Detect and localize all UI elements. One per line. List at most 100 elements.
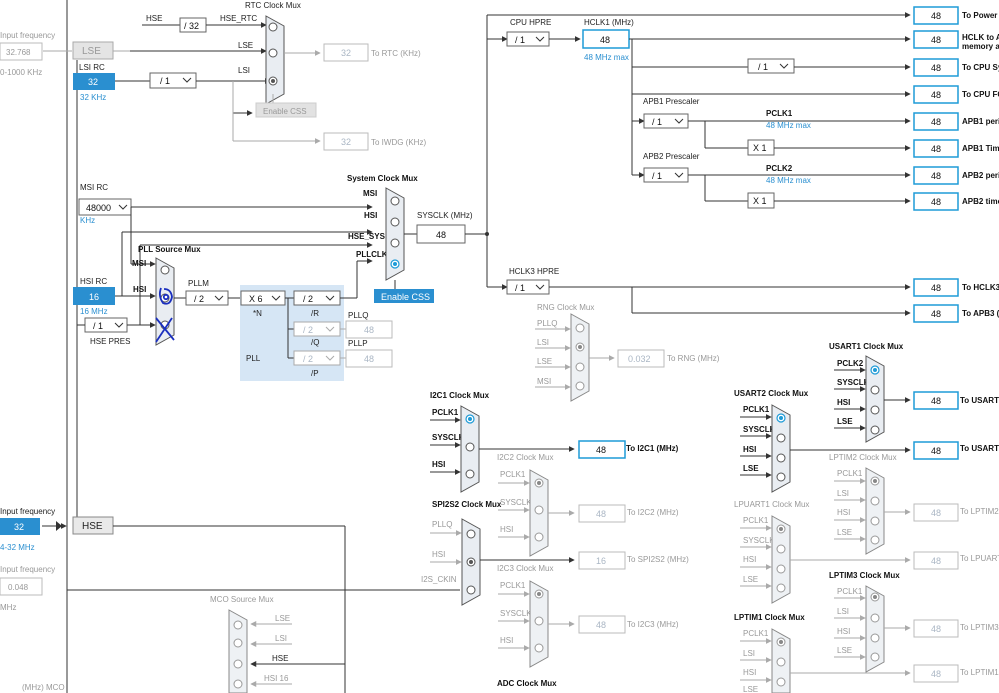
rtc-radio-lse[interactable] [268,48,278,58]
out-cpu-systick-box[interactable] [913,58,959,77]
lpuart1-radio-sysclk[interactable] [776,544,786,554]
out-cpu-fclk-box[interactable] [913,85,959,104]
i2c1-radio-sysclk[interactable] [465,442,475,452]
rtc-out-box[interactable] [323,43,369,62]
usart2-radio-lse[interactable] [776,472,786,482]
sysclk-radio-hsi[interactable] [390,217,400,227]
spi2s2-out-box[interactable] [578,551,626,570]
lptim2-radio-lsi[interactable] [870,496,880,506]
out-apb1-periph-box[interactable] [913,112,959,131]
apb2-timer-mult: X 1 [753,196,767,206]
out-apb2-timer-box[interactable] [913,192,959,211]
rng-radio-pllq[interactable] [575,323,585,333]
lptim3-in-lse: LSE [837,646,852,655]
i2c2-out-label: To I2C2 (MHz) [627,508,679,517]
pll-p-dropdown[interactable] [293,350,341,366]
pllq-out-box[interactable] [345,320,393,339]
pll-q-dropdown[interactable] [293,321,341,337]
lptim2-out-box[interactable] [913,503,959,522]
lptim2-radio-hsi[interactable] [870,516,880,526]
out-apb3-value: 48 [931,309,941,319]
hsi-value-box[interactable] [73,287,115,305]
lptim3-out-box[interactable] [913,619,959,638]
mco-in-hse: HSE [272,654,288,663]
lpuart1-radio-hsi[interactable] [776,564,786,574]
lsi-value-box[interactable] [73,73,115,90]
spi2s2-radio-pllq[interactable] [466,529,476,539]
lptim3-radio-lse[interactable] [870,652,880,662]
out-apb2-periph-box[interactable] [913,166,959,185]
lptim1-radio-hsi[interactable] [776,677,786,687]
usart1-radio-sysclk[interactable] [870,385,880,395]
out-power-box[interactable] [913,6,959,25]
sysclk-radio-hse[interactable] [390,238,400,248]
i2c3-out-box[interactable] [578,615,626,634]
pllm-value: / 2 [194,294,204,304]
lpuart1-radio-lse[interactable] [776,583,786,593]
rng-in-pllq: PLLQ [537,319,557,328]
mco-radio-2[interactable] [233,638,243,648]
rtc-radio-hse[interactable] [268,22,278,32]
pllp-value: 48 [364,354,374,364]
usart1-out-value: 48 [931,396,941,406]
i2c1-radio-hsi[interactable] [465,469,475,479]
lptim3-radio-lsi[interactable] [870,613,880,623]
lse-input-field[interactable] [0,42,43,61]
sysclk-radio-msi[interactable] [390,196,400,206]
rng-radio-msi[interactable] [575,381,585,391]
rng-mux [570,313,590,402]
out-apb1-timer-box[interactable] [913,139,959,158]
hse-input-field[interactable] [0,518,40,535]
pclk1-max: 48 MHz max [766,121,811,130]
mco-in-lsi: LSI [275,634,287,643]
rtc-enable-css-button[interactable] [255,102,317,118]
i2c2-radio-sysclk[interactable] [534,505,544,515]
pll-source-radio-msi[interactable] [160,265,170,275]
i2c2-out-box[interactable] [578,504,626,523]
pll-r-dropdown[interactable] [293,290,341,306]
usart2-radio-sysclk[interactable] [776,433,786,443]
sysclk-enable-css-button[interactable] [374,289,434,303]
usart1-out-box[interactable] [913,391,959,410]
i2c3-radio-hsi[interactable] [534,643,544,653]
i2c3-out-label: To I2C3 (MHz) [627,620,679,629]
chevron-down-icon [325,295,335,301]
hse-input-range: 4-32 MHz [0,543,35,552]
i2c3-radio-sysclk[interactable] [534,616,544,626]
apb2-prescaler-label: APB2 Prescaler [643,152,700,161]
i2c1-out-box[interactable] [578,440,626,459]
usart1-radio-hsi[interactable] [870,405,880,415]
mco-radio-3[interactable] [233,659,243,669]
usart2-out-box[interactable] [913,441,959,460]
usart2-radio-hsi[interactable] [776,453,786,463]
out-apb3-box[interactable] [913,304,959,323]
hclk3-value: / 1 [515,283,525,293]
hse-pres-label: HSE PRES [90,337,130,346]
pllp-out-box[interactable] [345,349,393,368]
mco-radio-1[interactable] [233,620,243,630]
lptim3-mux-title: LPTIM3 Clock Mux [829,571,900,580]
lptim1-out-box[interactable] [913,664,959,683]
rng-out-box[interactable] [617,349,665,368]
hse2-input-value: 0.048 [8,583,29,592]
out-hclk3-box[interactable] [913,278,959,297]
lptim3-radio-hsi[interactable] [870,633,880,643]
lptim2-in-lse: LSE [837,528,852,537]
spi2s2-radio-i2s[interactable] [466,585,476,595]
cpu-systick-div-dropdown[interactable] [747,58,795,74]
lpuart1-out-box[interactable] [913,551,959,570]
rng-radio-lse[interactable] [575,362,585,372]
mco-radio-4[interactable] [233,679,243,689]
lptim1-radio-lsi[interactable] [776,657,786,667]
i2c2-radio-hsi[interactable] [534,532,544,542]
rtc-in-lsi: LSI [238,66,250,75]
lptim2-radio-lse[interactable] [870,535,880,545]
hsi-value: 16 [89,292,99,302]
out-hclk-box[interactable] [913,30,959,49]
iwdg-out-box[interactable] [323,132,369,151]
out-hclk3-label: To HCLK3 [962,283,999,292]
usart2-mux-title: USART2 Clock Mux [734,389,809,398]
hse2-input-field[interactable] [0,577,43,596]
usart1-radio-lse[interactable] [870,425,880,435]
lptim2-in-pclk1: PCLK1 [837,469,863,478]
